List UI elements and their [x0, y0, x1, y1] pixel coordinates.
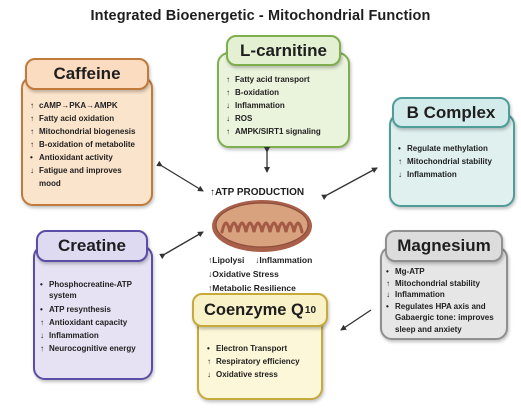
bcomplex-title: B Complex	[406, 102, 496, 122]
up-arrow-icon: ↑	[208, 283, 213, 293]
list-item: sleep and anxiety	[395, 324, 462, 334]
center-effects-line3: ↑Metabolic Resilience	[208, 283, 296, 293]
mitochondrion-icon	[212, 200, 312, 252]
up-arrow-icon: ↑	[207, 357, 211, 366]
caffeine-header: Caffeine	[25, 58, 149, 90]
creatine-list: Phosphocreatine-ATP system ATP resynthes…	[40, 279, 152, 355]
down-arrow-icon: ↓	[226, 114, 230, 123]
up-arrow-icon: ↑	[30, 127, 34, 136]
list-item: Antioxidant activity	[30, 151, 150, 164]
list-item: ↑Mitochondrial stability	[398, 157, 492, 166]
list-item: ↑Fatty acid oxidation	[30, 114, 115, 123]
magnesium-connector-arrow	[340, 309, 372, 331]
lcarnitine-title: L-carnitine	[240, 40, 327, 60]
center-effects-line2: ↓Oxidative Stress	[208, 269, 279, 279]
list-item: Phosphocreatine-ATP	[40, 279, 152, 290]
up-arrow-icon: ↑	[398, 157, 402, 166]
list-item: ↑AMPK/SIRT1 signaling	[226, 127, 321, 136]
down-arrow-icon: ↓	[226, 101, 230, 110]
down-arrow-icon: ↓	[207, 370, 211, 379]
list-item: ↓Inflammation	[226, 101, 285, 110]
creatine-connector-arrow	[159, 231, 204, 260]
bcomplex-list: Regulate methylation ↑Mitochondrial stab…	[398, 142, 512, 181]
list-item: ↑B-oxidation	[226, 88, 279, 97]
magnesium-title: Magnesium	[397, 236, 491, 255]
bcomplex-connector-arrow	[321, 167, 378, 201]
lcarnitine-list: ↑Fatty acid transport ↑B-oxidation ↓Infl…	[226, 73, 346, 138]
bcomplex-header: B Complex	[392, 97, 510, 128]
list-item: ↓Inflammation	[386, 290, 445, 299]
list-item: Gabaergic tone: improves	[395, 313, 494, 322]
list-item: ↑Respiratory efficiency	[207, 357, 300, 366]
list-item: mood	[39, 179, 61, 188]
caffeine-title: Caffeine	[53, 64, 121, 83]
up-arrow-icon: ↑	[40, 318, 44, 327]
magnesium-list: Mg-ATP ↑Mitochondrial stability ↓Inflamm…	[386, 266, 506, 335]
list-item: ↑cAMP→PKA→AMPK	[30, 101, 118, 110]
up-arrow-icon: ↑	[30, 114, 34, 123]
list-item: ATP resynthesis	[40, 303, 152, 316]
list-item: ↑Antioxidant capacity	[40, 318, 128, 327]
down-arrow-icon: ↓	[30, 166, 34, 175]
list-item: Mg-ATP	[386, 266, 506, 278]
list-item: ↓ROS	[226, 114, 253, 123]
list-item: Regulate methylation	[398, 142, 512, 155]
creatine-title: Creatine	[57, 236, 127, 255]
caffeine-list: ↑cAMP→PKA→AMPK ↑Fatty acid oxidation ↑Mi…	[30, 99, 150, 190]
list-item: ↓Fatigue and improves	[30, 166, 122, 175]
list-item: ↑Neurocognitive energy	[40, 344, 136, 353]
list-item: system	[49, 291, 77, 300]
up-arrow-icon: ↑	[30, 101, 34, 110]
list-item: Electron Transport	[207, 342, 319, 355]
lcarnitine-card	[217, 52, 350, 148]
coq10-list: Electron Transport ↑Respiratory efficien…	[207, 342, 319, 381]
up-arrow-icon: ↑	[226, 127, 230, 136]
list-item: ↑Mitochondrial stability	[386, 278, 480, 288]
list-item: ↑B-oxidation of metabolite	[30, 140, 135, 149]
up-arrow-icon: ↑	[208, 255, 213, 265]
list-item: Regulates HPA axis and	[386, 301, 506, 313]
coq10-title: Coenzyme Q	[203, 300, 304, 319]
down-arrow-icon: ↓	[255, 255, 260, 265]
up-arrow-icon: ↑	[386, 278, 390, 288]
up-arrow-icon: ↑	[226, 88, 230, 97]
atp-production-label: ↑ATP PRODUCTION	[210, 187, 305, 198]
down-arrow-icon: ↓	[398, 170, 402, 179]
up-arrow-icon: ↑	[226, 75, 230, 84]
bcomplex-card	[389, 113, 515, 207]
list-item: ↓Inflammation	[40, 331, 99, 340]
caffeine-card	[21, 76, 153, 206]
list-item: ↑Mitochondrial biogenesis	[30, 127, 136, 136]
creatine-header: Creatine	[36, 230, 148, 262]
list-item: ↑Fatty acid transport	[226, 75, 310, 84]
down-arrow-icon: ↓	[208, 269, 213, 279]
list-item: ↓Inflammation	[398, 170, 457, 179]
down-arrow-icon: ↓	[40, 331, 44, 340]
center-effects-line1: ↑Lipolysi ↓Inflammation	[208, 255, 313, 265]
caffeine-connector-arrow	[156, 160, 204, 192]
up-arrow-icon: ↑	[40, 344, 44, 353]
list-item: ↓Oxidative stress	[207, 370, 278, 379]
lcarnitine-header: L-carnitine	[226, 35, 341, 66]
up-arrow-icon: ↑	[30, 140, 34, 149]
magnesium-header: Magnesium	[385, 230, 503, 262]
up-arrow-icon: ↑	[210, 187, 215, 198]
coq10-subscript: 10	[304, 304, 317, 316]
down-arrow-icon: ↓	[386, 290, 390, 299]
diagram-title: Integrated Bioenergetic - Mitochondrial …	[90, 8, 431, 24]
